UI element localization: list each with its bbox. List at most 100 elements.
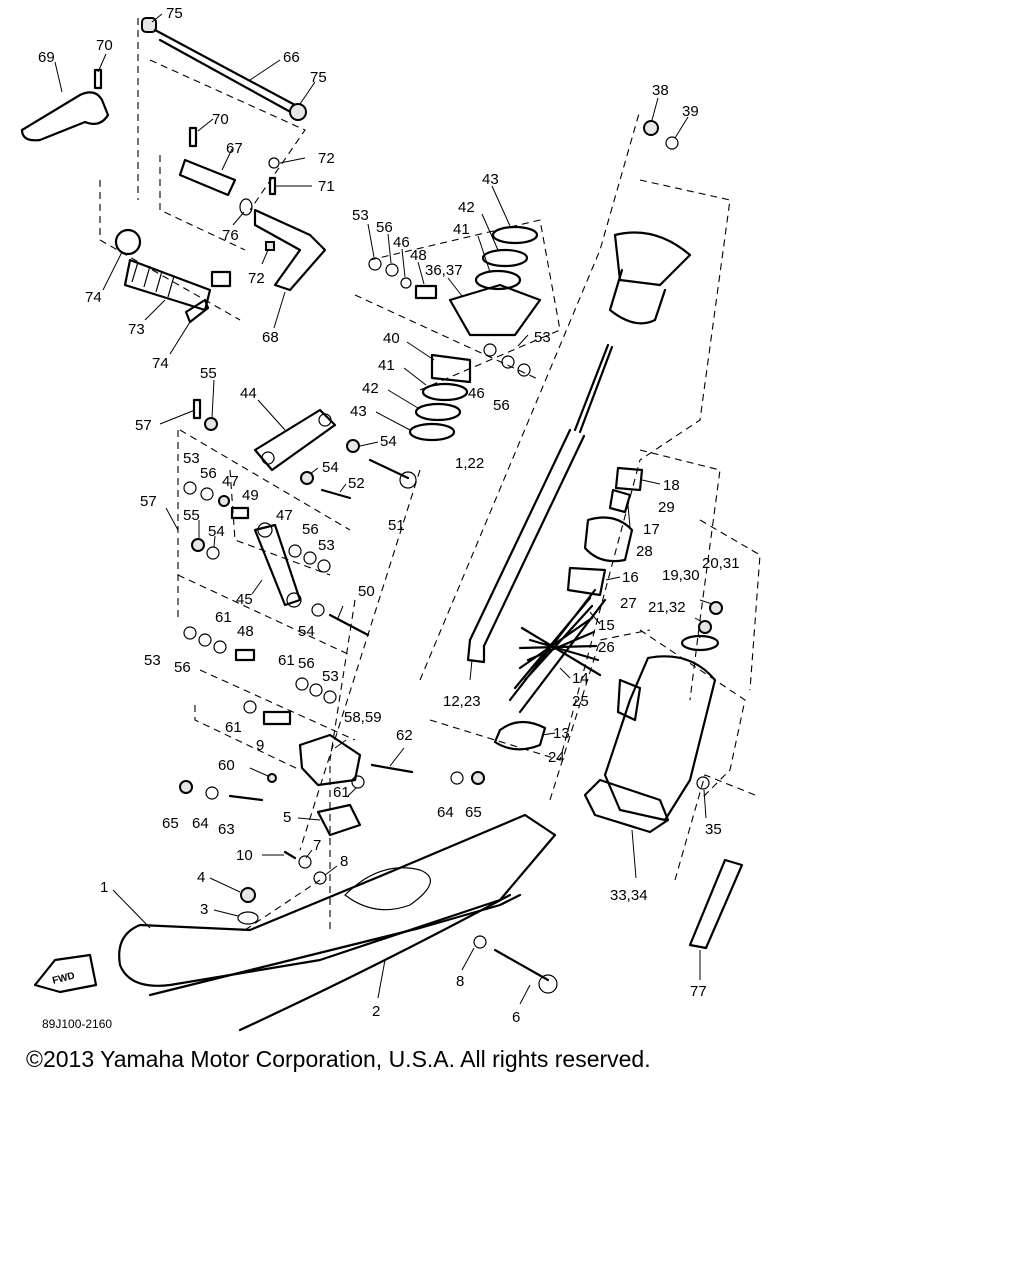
callout: 63 — [218, 821, 235, 838]
callout: 76 — [222, 227, 239, 244]
nut-54a — [346, 439, 360, 453]
callout: 74 — [85, 289, 102, 306]
callout: 28 — [636, 543, 653, 560]
bolt-6 — [493, 948, 550, 982]
bushing-40 — [430, 353, 472, 384]
nut-60 — [267, 773, 277, 783]
parts-exploded-diagram: 75 69 70 66 75 70 67 72 71 76 72 74 73 7… — [20, 5, 761, 1032]
callout: 9 — [256, 737, 264, 754]
shock-cap — [613, 231, 692, 287]
nut-54c — [206, 546, 220, 560]
washer-42a — [481, 248, 529, 268]
washer-75b — [289, 103, 307, 121]
callout: 8 — [456, 973, 464, 990]
pin-70b — [188, 126, 198, 148]
callout: 53 — [318, 537, 335, 554]
stopper-28 — [608, 488, 632, 514]
washer-61c — [243, 700, 257, 714]
pin-10 — [283, 850, 297, 860]
callout: 72 — [318, 150, 335, 167]
callout: 33,34 — [610, 887, 648, 904]
callout: 50 — [358, 583, 375, 600]
callout: 14 — [572, 670, 589, 687]
washer-3 — [237, 911, 259, 925]
callout: 62 — [396, 727, 413, 744]
callout: 72 — [248, 270, 265, 287]
collar-48a — [414, 284, 438, 300]
callout: 8 — [340, 853, 348, 870]
callout: 56 — [298, 655, 315, 672]
bolt-7 — [298, 855, 312, 869]
sleeve-16 — [566, 566, 607, 597]
callout: 47 — [276, 507, 293, 524]
spring-seat-13 — [493, 720, 547, 751]
callout: 18 — [663, 477, 680, 494]
callout: 56 — [376, 219, 393, 236]
callout: 73 — [128, 321, 145, 338]
callout: 4 — [197, 869, 205, 886]
fwd-label: FWD — [51, 971, 76, 987]
callout: 24 — [548, 749, 565, 766]
washer-43b — [408, 422, 456, 442]
callout: 54 — [380, 433, 397, 450]
shaft-67 — [178, 158, 237, 197]
nut-54d — [311, 603, 325, 617]
screw-74b — [184, 298, 210, 324]
callout: 58,59 — [344, 709, 382, 726]
callout: 19,30 — [662, 567, 700, 584]
callout: 53 — [352, 207, 369, 224]
callout: 55 — [200, 365, 217, 382]
washer-8b — [473, 935, 487, 949]
callout: 27 — [620, 595, 637, 612]
callout: 66 — [283, 49, 300, 66]
pin-71 — [268, 176, 277, 196]
callout: 53 — [534, 329, 551, 346]
cap-2031 — [709, 601, 723, 615]
callout: 74 — [152, 355, 169, 372]
nut-4 — [240, 887, 256, 903]
bolt-63 — [228, 794, 264, 802]
callout: 53 — [144, 652, 161, 669]
callout: 53 — [183, 450, 200, 467]
bolt-39 — [665, 136, 679, 150]
callout: 52 — [348, 475, 365, 492]
callout: 54 — [208, 523, 225, 540]
callout: 49 — [242, 487, 259, 504]
shaft-66 — [153, 28, 298, 117]
spring-14 — [508, 588, 607, 714]
callout: 61 — [215, 609, 232, 626]
callout: 75 — [310, 69, 327, 86]
clip-72a — [268, 157, 280, 169]
callout: 15 — [598, 617, 615, 634]
callout: 61 — [225, 719, 242, 736]
callout: 42 — [458, 199, 475, 216]
callout: 12,23 — [443, 693, 481, 710]
callout: 56 — [174, 659, 191, 676]
block-5 — [316, 803, 362, 837]
callout: 53 — [322, 668, 339, 685]
washer-61d — [351, 775, 365, 789]
callout: 29 — [658, 499, 675, 516]
callout: 77 — [690, 983, 707, 1000]
callout: 54 — [322, 459, 339, 476]
bump-18 — [614, 466, 644, 492]
callout: 3 — [200, 901, 208, 918]
screw-35 — [696, 776, 710, 790]
drawing-code: 89J100-2160 — [42, 1017, 112, 1031]
fwd-arrow-icon — [33, 953, 98, 994]
copyright-notice: ©2013 Yamaha Motor Corporation, U.S.A. A… — [26, 1046, 651, 1072]
callout: 16 — [622, 569, 639, 586]
seat-17 — [583, 516, 634, 563]
callout: 54 — [298, 623, 315, 640]
ski-1 — [118, 813, 557, 987]
washer-8a — [313, 871, 327, 885]
link-45 — [253, 523, 302, 607]
washer-41b — [421, 382, 469, 402]
callout: 70 — [212, 111, 229, 128]
pin-57a — [192, 398, 202, 420]
callout: 67 — [226, 140, 243, 157]
clamp-74a — [114, 228, 142, 256]
callout: 65 — [465, 804, 482, 821]
nut-1930 — [698, 620, 712, 634]
runner-2 — [148, 893, 522, 997]
